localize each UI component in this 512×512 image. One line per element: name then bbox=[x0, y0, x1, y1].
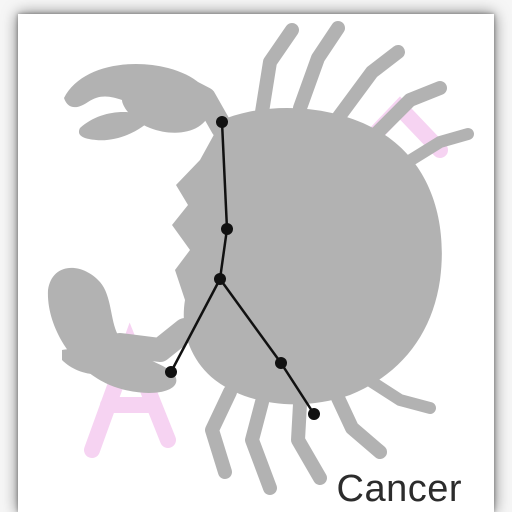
star-2 bbox=[221, 223, 233, 235]
constellation-line bbox=[279, 362, 316, 415]
crab-silhouette bbox=[47, 21, 474, 495]
star-3 bbox=[214, 273, 226, 285]
constellation-lines bbox=[169, 121, 316, 415]
constellation-line bbox=[218, 278, 283, 364]
star-6 bbox=[308, 408, 320, 420]
constellation-line bbox=[218, 228, 229, 280]
constellation-line bbox=[220, 121, 229, 230]
constellation-name: Cancer bbox=[336, 468, 462, 510]
star-4 bbox=[165, 366, 177, 378]
star-1 bbox=[216, 116, 228, 128]
constellation-line bbox=[169, 278, 222, 373]
star-5 bbox=[275, 357, 287, 369]
constellation-stars bbox=[165, 116, 320, 420]
